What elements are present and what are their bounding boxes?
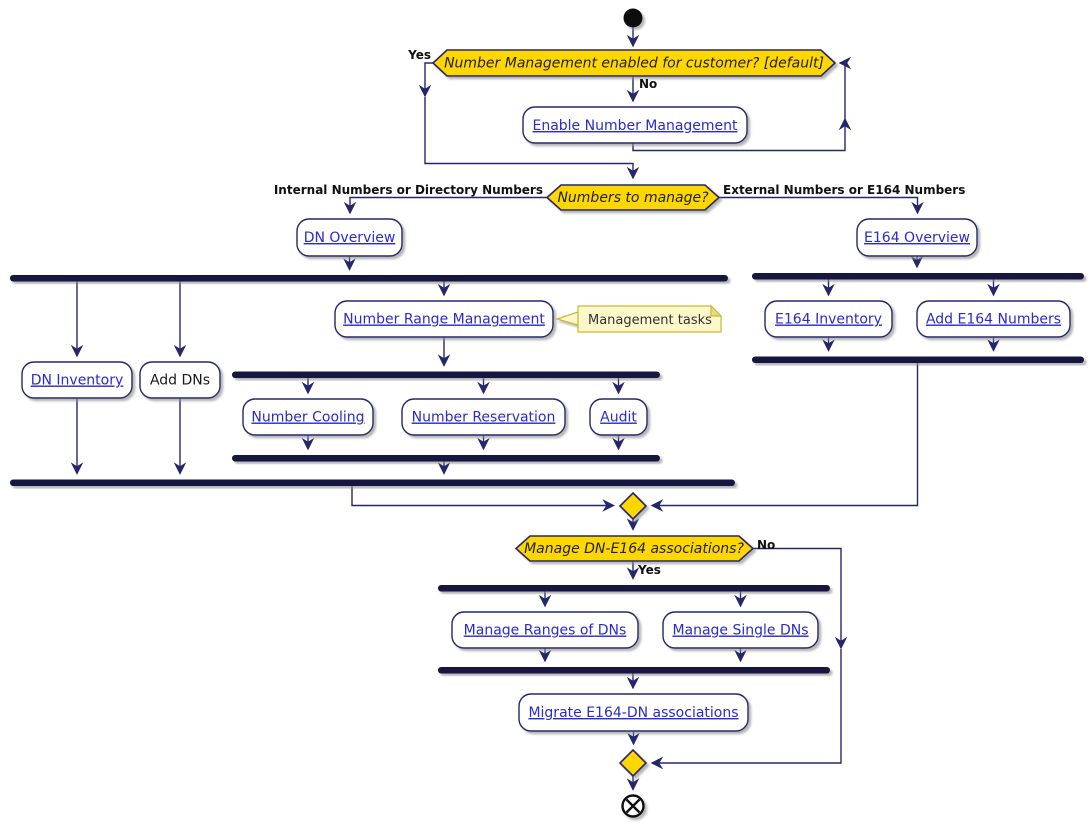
activity-add-e164-numbers[interactable]: Add E164 Numbers xyxy=(916,300,1071,338)
activity-box[interactable] xyxy=(856,218,978,257)
activity-number-cooling[interactable]: Number Cooling xyxy=(242,398,374,436)
decision-question: Numbers to manage? xyxy=(557,190,709,206)
activity-box[interactable] xyxy=(916,300,1071,338)
activity-audit[interactable]: Audit xyxy=(589,398,648,436)
note-management-tasks: Management tasks xyxy=(554,304,723,333)
join-bar-left xyxy=(10,479,735,486)
note-fold-corner xyxy=(710,304,723,317)
edge-outerjoin-to-merge xyxy=(351,486,615,512)
activity-link[interactable]: Manage Single DNs xyxy=(672,623,808,639)
note-text: Management tasks xyxy=(588,313,712,328)
branch-label-yes: Yes xyxy=(637,563,661,577)
activity-dn-inventory[interactable]: DN Inventory xyxy=(21,361,133,399)
branch-label-external: External Numbers or E164 Numbers xyxy=(723,183,965,197)
activity-box[interactable] xyxy=(296,218,403,257)
activity-number-range-management[interactable]: Number Range Management xyxy=(334,300,554,338)
activity-manage-ranges-of-dns[interactable]: Manage Ranges of DNs xyxy=(451,611,639,649)
decision-hexagon xyxy=(514,535,755,562)
activity-box[interactable] xyxy=(764,300,893,338)
activity-link[interactable]: Number Range Management xyxy=(343,312,545,328)
branch-label-no: No xyxy=(639,77,657,91)
activity-box[interactable] xyxy=(334,300,554,338)
activity-link[interactable]: Enable Number Management xyxy=(532,118,738,134)
merge-diamond xyxy=(618,491,648,521)
fork-bar-inner xyxy=(232,371,660,378)
start-node xyxy=(623,8,643,28)
activity-e164-overview[interactable]: E164 Overview xyxy=(856,218,978,257)
join-bar-bottom xyxy=(438,667,830,674)
decision-hexagon xyxy=(431,49,837,77)
activity-box[interactable] xyxy=(451,611,639,649)
decision-number-management-enabled: Number Management enabled for customer? … xyxy=(431,49,837,77)
activity-e164-inventory[interactable]: E164 Inventory xyxy=(764,300,893,338)
activity-link[interactable]: DN Inventory xyxy=(31,373,124,389)
edge-rightjoin-to-merge xyxy=(650,363,919,512)
activity-link[interactable]: E164 Inventory xyxy=(775,312,882,328)
final-merge-diamond xyxy=(618,748,648,778)
edge-yes-merge-to-decision2 xyxy=(424,97,640,180)
branch-label-internal: Internal Numbers or Directory Numbers xyxy=(274,183,543,197)
fork-bar-right xyxy=(752,273,1084,280)
activity-box[interactable] xyxy=(21,361,133,399)
activity-box[interactable] xyxy=(518,693,749,732)
activity-link[interactable]: Number Reservation xyxy=(412,410,556,426)
activity-link[interactable]: Audit xyxy=(600,410,637,426)
decision-numbers-to-manage: Numbers to manage? xyxy=(545,184,721,211)
edge-decision2-right xyxy=(719,196,924,215)
fork-bar-bottom xyxy=(438,585,830,592)
activity-box[interactable] xyxy=(662,611,819,649)
activity-link[interactable]: Number Cooling xyxy=(251,410,364,426)
note-body xyxy=(577,305,722,333)
activity-migrate-e164-dn-associations[interactable]: Migrate E164-DN associations xyxy=(518,693,749,732)
activity-box[interactable] xyxy=(401,398,566,436)
activity-dn-overview[interactable]: DN Overview xyxy=(296,218,403,257)
edge-decision1-yes-down xyxy=(418,62,433,98)
edge-enable-loop-into-decision1 xyxy=(838,56,852,119)
decision-question: Manage DN-E164 associations? xyxy=(524,541,744,557)
activity-label: Add DNs xyxy=(150,373,210,389)
end-cross xyxy=(625,798,641,814)
activity-number-reservation[interactable]: Number Reservation xyxy=(401,398,566,436)
edge-decision2-left xyxy=(343,196,547,215)
decision-hexagon xyxy=(545,184,721,211)
activity-link[interactable]: E164 Overview xyxy=(864,230,970,246)
activity-manage-single-dns[interactable]: Manage Single DNs xyxy=(662,611,819,649)
branch-label-no: No xyxy=(757,538,775,552)
activity-enable-number-management[interactable]: Enable Number Management xyxy=(522,106,748,144)
flow-edges xyxy=(70,27,1000,791)
activity-box xyxy=(139,361,221,399)
join-bar-inner xyxy=(232,455,660,462)
decision-question: Number Management enabled for customer? … xyxy=(444,56,824,72)
fork-bar-left xyxy=(10,275,728,282)
activity-box[interactable] xyxy=(522,106,748,144)
activity-add-dns: Add DNs xyxy=(139,361,221,399)
decision-manage-associations: Manage DN-E164 associations? xyxy=(514,535,755,562)
edge-no-to-finalmerge xyxy=(650,649,842,770)
activity-link[interactable]: Migrate E164-DN associations xyxy=(528,705,738,721)
activity-link[interactable]: DN Overview xyxy=(304,230,396,246)
edge-enable-loop-up xyxy=(632,117,852,152)
activity-box[interactable] xyxy=(242,398,374,436)
edge-decision3-no-down xyxy=(753,547,848,650)
end-node xyxy=(621,794,645,818)
activity-box[interactable] xyxy=(589,398,648,436)
branch-label-yes: Yes xyxy=(407,48,431,62)
activity-link[interactable]: Add E164 Numbers xyxy=(926,312,1061,328)
join-bar-right xyxy=(752,356,1084,363)
note-pointer xyxy=(554,311,579,326)
activity-link[interactable]: Manage Ranges of DNs xyxy=(464,623,627,639)
